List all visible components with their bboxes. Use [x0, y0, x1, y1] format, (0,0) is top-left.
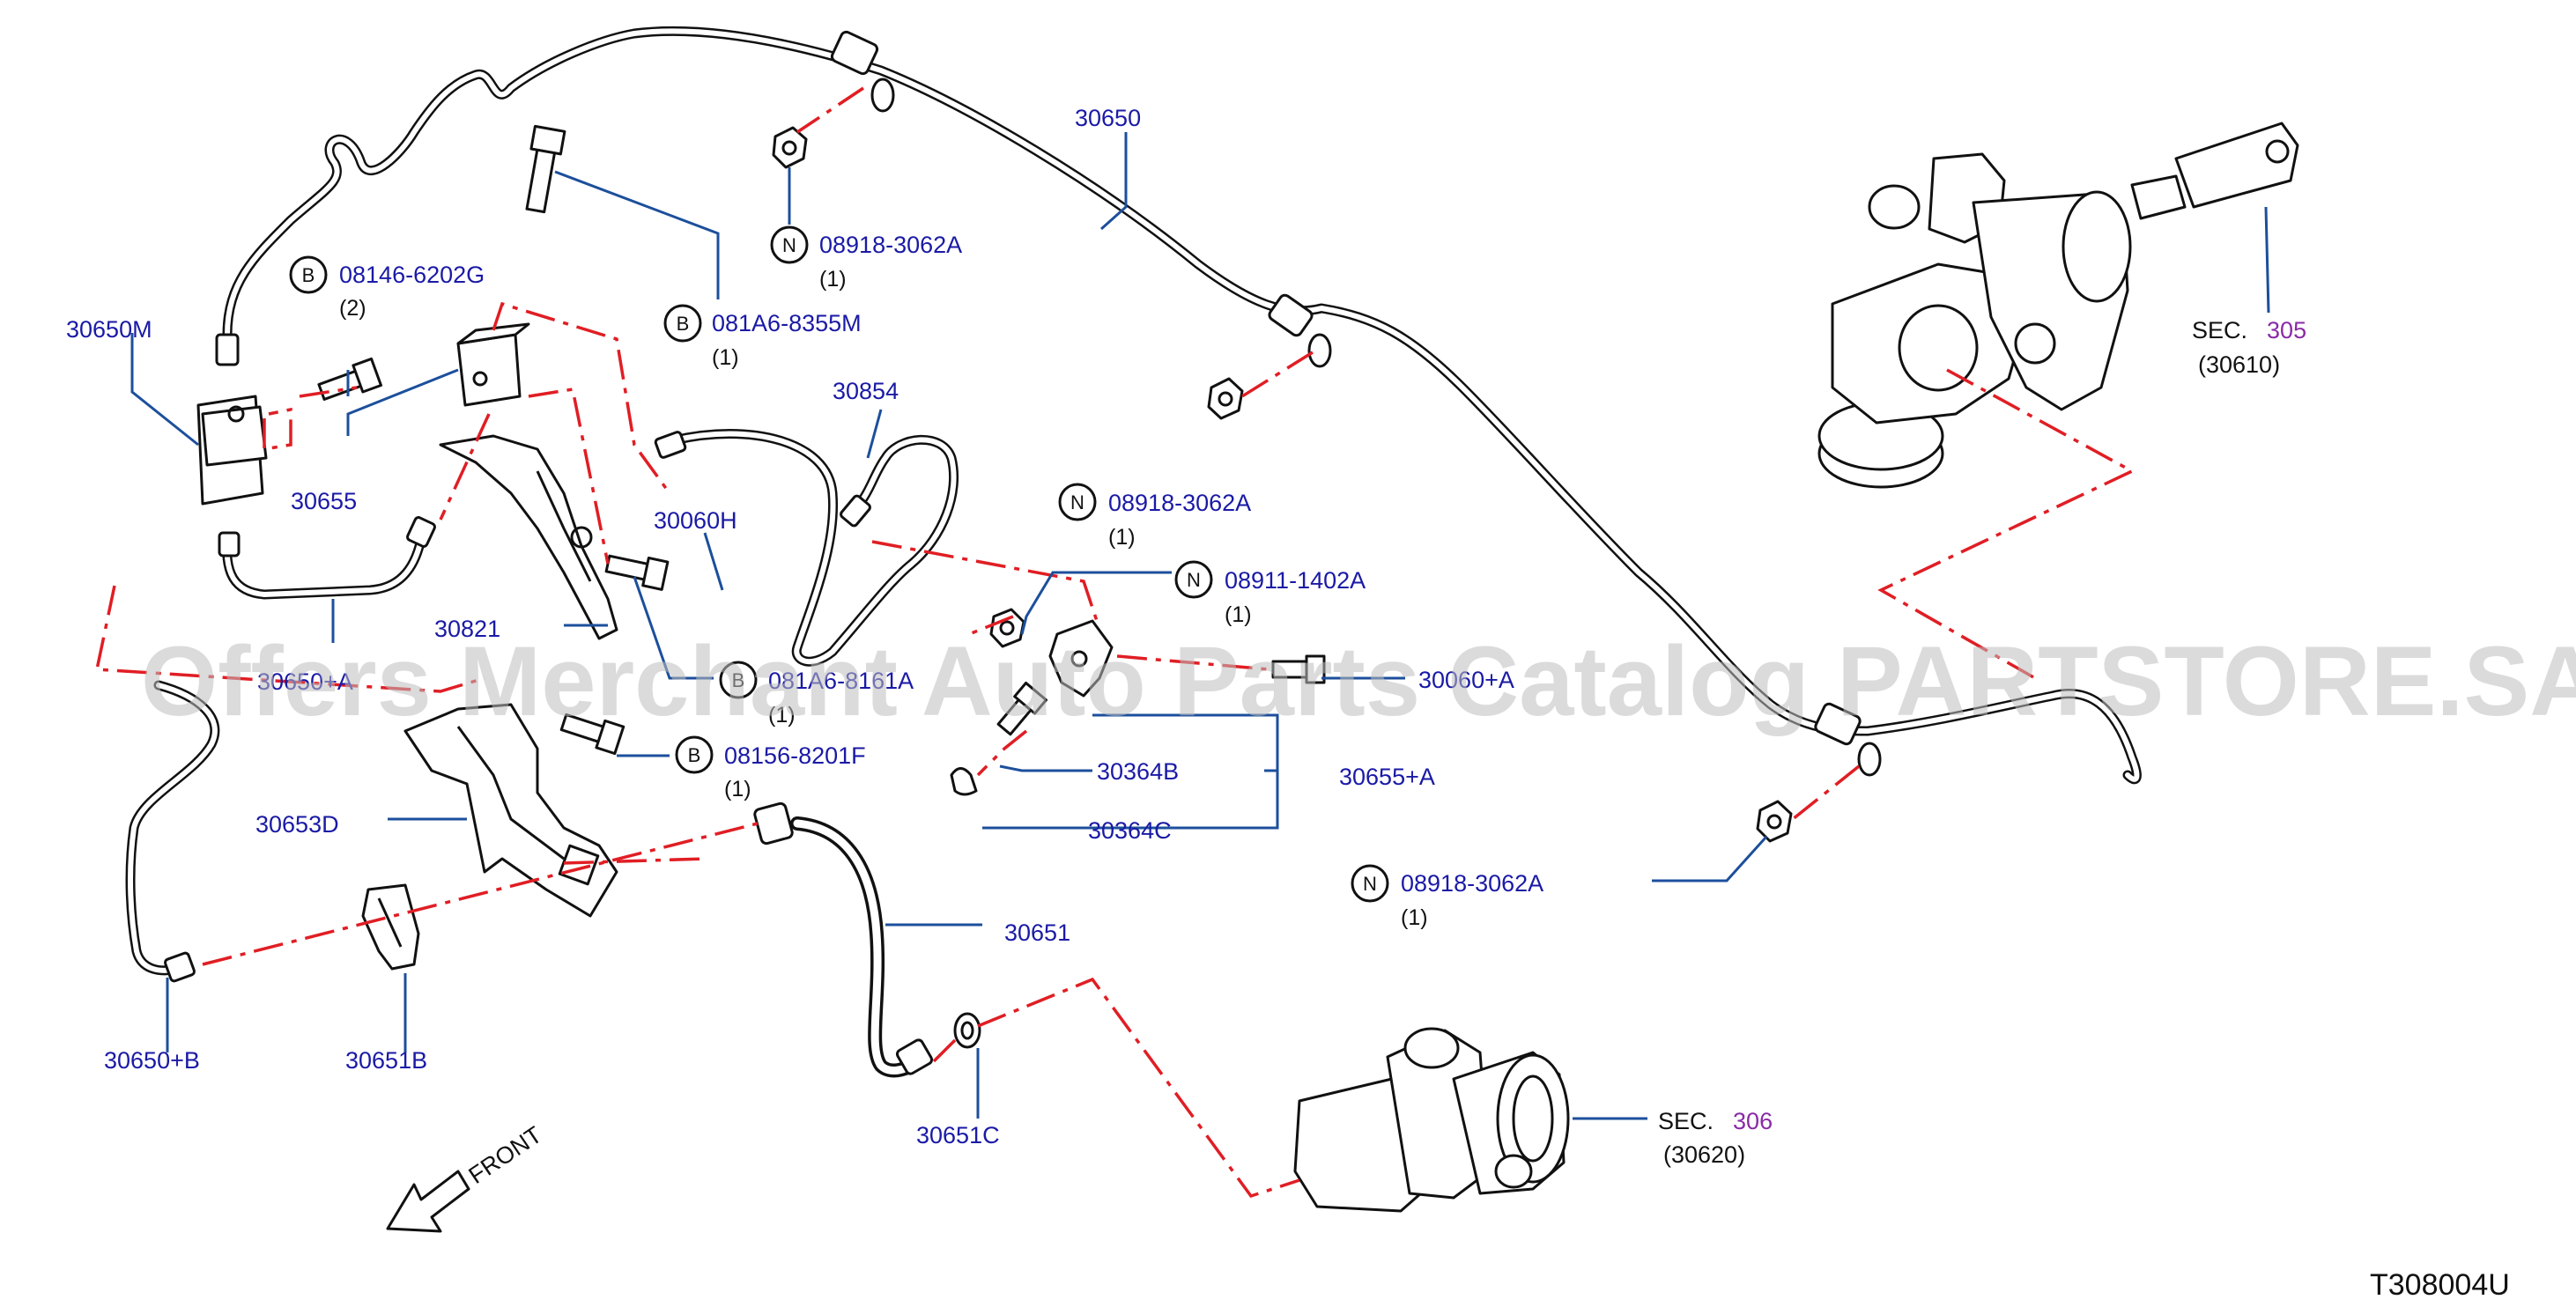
svg-text:SEC. 305: SEC. 305 — [2192, 317, 2306, 343]
section-306-ref: (30620) — [1663, 1141, 1745, 1168]
fastener-1-qty: (2) — [339, 296, 366, 321]
fastener-1-number: 08146-6202G — [339, 262, 485, 288]
fastener-7-prefix: N — [1363, 873, 1377, 895]
clutch-master-cylinder — [1817, 122, 2299, 489]
fastener-7-qty: (1) — [1401, 905, 1428, 930]
fastener-0-number: 08918-3062A — [819, 232, 962, 258]
label-30060A: 30060+A — [1418, 667, 1514, 693]
pipe-30650M-lower — [222, 532, 426, 600]
watermark-text: Offers Merchant Auto Parts Catalog PARTS… — [141, 626, 2576, 736]
fastener-5-qty: (1) — [768, 703, 796, 727]
bracket-30655A — [1048, 619, 1114, 698]
part-labels: 30650 30650M 30655 30854 30060H 30821 30… — [66, 105, 1514, 1148]
fastener-5-prefix: B — [732, 669, 745, 691]
clip-30651B — [361, 883, 420, 971]
label-30651B: 30651B — [345, 1047, 427, 1074]
pipe-30650B — [125, 680, 220, 976]
clutch-operating-cylinder — [1293, 1027, 1570, 1213]
section-ref-306: SEC. 306 (30620) — [1658, 1108, 1773, 1168]
label-30651: 30651 — [1004, 919, 1070, 946]
label-30653D: 30653D — [255, 811, 339, 838]
svg-text:SEC. 306: SEC. 306 — [1658, 1108, 1773, 1134]
pipe-30854 — [669, 429, 959, 667]
fastener-4-qty: (1) — [1225, 602, 1252, 627]
seal-washer-30651C — [953, 1012, 981, 1049]
bracket-30650M — [196, 395, 268, 506]
fastener-5-number: 081A6-8161A — [768, 668, 914, 694]
fastener-2-prefix: B — [677, 313, 690, 335]
label-30854: 30854 — [833, 378, 899, 404]
section-ref-305: SEC. 305 (30610) — [2192, 317, 2306, 378]
section-305-prefix: SEC. — [2192, 317, 2247, 343]
fastener-0-prefix: N — [782, 234, 796, 256]
label-30364C: 30364C — [1088, 817, 1172, 844]
bolts — [317, 124, 1326, 796]
front-label: FRONT — [464, 1121, 547, 1189]
section-305-ref: (30610) — [2198, 351, 2280, 378]
label-30650: 30650 — [1075, 105, 1141, 131]
leader-lines — [130, 132, 2270, 1120]
fastener-4-prefix: N — [1187, 569, 1201, 591]
flexible-hose-30651 — [790, 816, 923, 1078]
fastener-2-qty: (1) — [712, 345, 739, 370]
front-direction-arrow — [386, 1170, 470, 1233]
label-30655A: 30655+A — [1339, 764, 1435, 790]
label-30651C: 30651C — [916, 1122, 1000, 1148]
fastener-6-prefix: B — [688, 744, 701, 766]
label-30650B: 30650+B — [104, 1047, 200, 1074]
label-30364B: 30364B — [1097, 758, 1179, 785]
fastener-1-prefix: B — [302, 264, 315, 286]
pipe-fittings — [164, 30, 1882, 1075]
fastener-4-number: 08911-1402A — [1225, 567, 1366, 594]
fastener-0-qty: (1) — [819, 267, 847, 292]
label-30821: 30821 — [434, 616, 500, 642]
section-305-number: 305 — [2267, 317, 2306, 343]
label-30650M: 30650M — [66, 316, 152, 343]
section-306-number: 306 — [1733, 1108, 1773, 1134]
fastener-6-number: 08156-8201F — [724, 742, 866, 769]
fastener-labels: 08918-3062A (1) 08146-6202G (2) 081A6-83… — [339, 232, 1543, 930]
fastener-markers: N B B N N B B N — [289, 225, 1389, 903]
fastener-6-qty: (1) — [724, 777, 751, 801]
fastener-3-qty: (1) — [1108, 525, 1136, 550]
label-30655: 30655 — [291, 488, 357, 514]
label-30650A: 30650+A — [257, 668, 353, 695]
clip-30655 — [456, 322, 530, 407]
fastener-3-prefix: N — [1070, 491, 1084, 513]
bracket-30821 — [439, 434, 618, 640]
fastener-2-number: 081A6-8355M — [712, 310, 862, 336]
main-clutch-pipe — [222, 26, 2142, 785]
fastener-7-number: 08918-3062A — [1401, 870, 1543, 897]
flare-nuts — [772, 126, 1793, 843]
install-lines — [94, 86, 2136, 1199]
section-306-prefix: SEC. — [1658, 1108, 1714, 1134]
label-30060H: 30060H — [654, 507, 737, 534]
fastener-3-number: 08918-3062A — [1108, 490, 1251, 516]
diagram-code: T308004U — [2370, 1268, 2510, 1302]
